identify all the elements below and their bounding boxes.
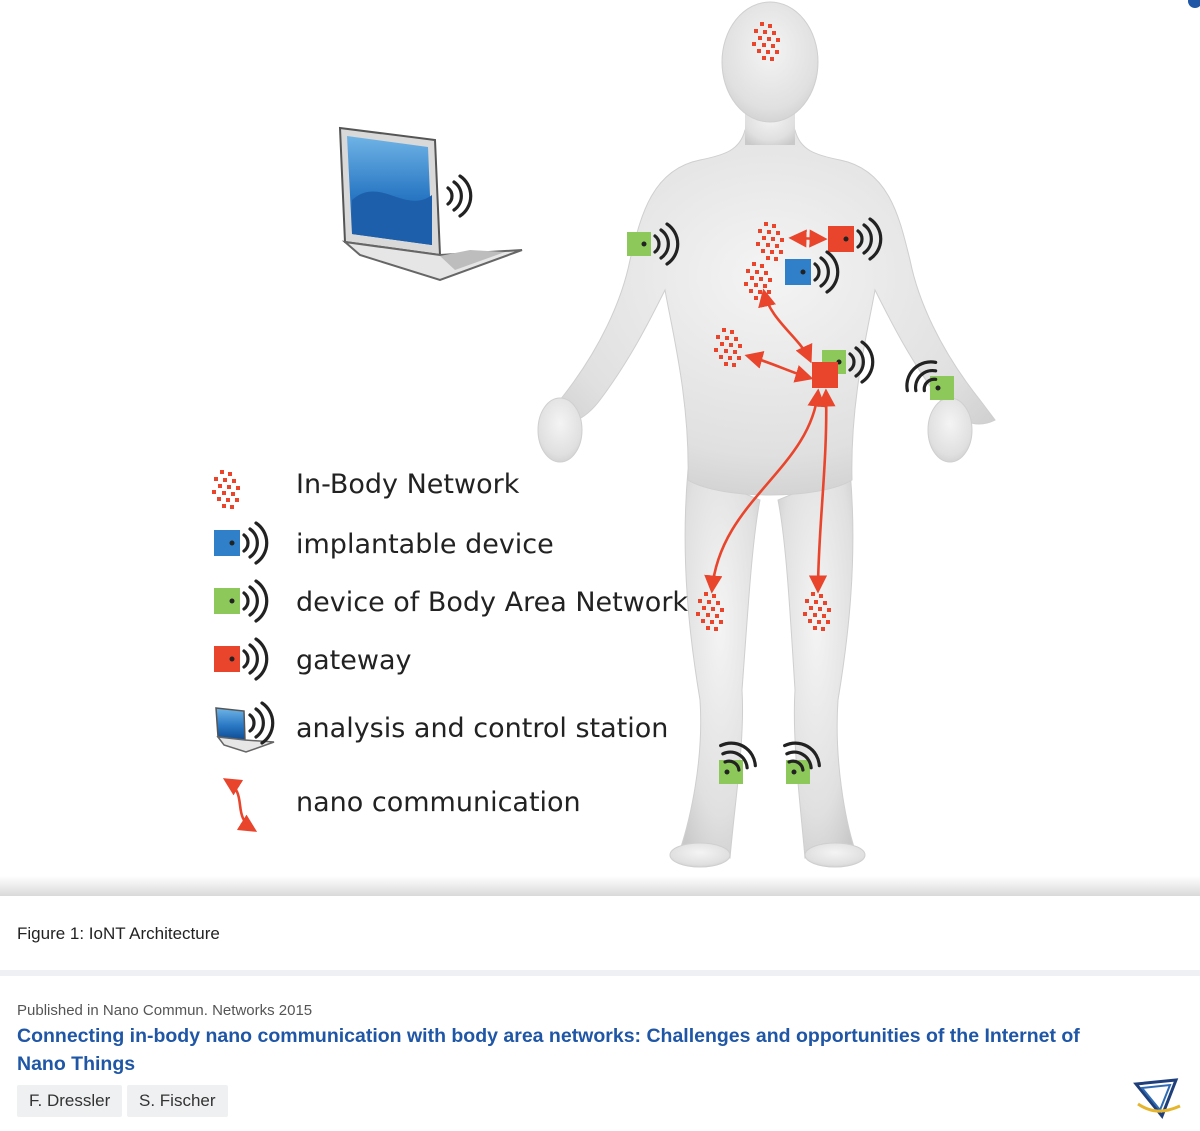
ban-device-arm-left	[627, 222, 680, 266]
implantable-device-chest	[785, 250, 840, 294]
ban-device-icon	[214, 579, 269, 623]
author-chip[interactable]: F. Dressler	[17, 1085, 123, 1117]
corner-badge-icon	[1188, 0, 1200, 8]
ban-device-ankle-left	[713, 734, 763, 784]
legend: In-Body Network implantable device devic…	[212, 469, 688, 832]
ban-device-ankle-right	[777, 734, 827, 784]
gateway-icon	[214, 637, 269, 681]
legend-label-nano-comm: nano communication	[296, 787, 581, 818]
nano-communication-arrows	[704, 229, 836, 594]
gateway-abdomen	[812, 362, 838, 388]
gateway-chest	[828, 217, 883, 261]
legend-label-implantable: implantable device	[296, 529, 554, 560]
laptop-icon	[215, 701, 275, 753]
legend-label-ban-device: device of Body Area Network	[296, 587, 688, 618]
implantable-device-icon	[214, 521, 269, 565]
caption-band	[0, 896, 1200, 970]
figure-image[interactable]: In-Body Network implantable device devic…	[0, 0, 1200, 880]
ban-device-wrist	[898, 353, 954, 401]
author-chip[interactable]: S. Fischer	[127, 1085, 228, 1117]
publication-venue: Published in Nano Commun. Networks 2015	[17, 1002, 313, 1019]
legend-label-gateway: gateway	[296, 645, 412, 676]
section-divider	[0, 970, 1200, 976]
figure-shadow	[0, 876, 1200, 896]
laptop-icon	[338, 126, 523, 282]
publisher-logo-icon[interactable]	[1132, 1076, 1184, 1120]
in-body-network-icon	[212, 470, 240, 509]
legend-label-station: analysis and control station	[296, 713, 668, 744]
figure-caption: Figure 1: IoNT Architecture	[17, 924, 220, 943]
paper-title-link[interactable]: Connecting in-body nano communication wi…	[17, 1025, 1080, 1075]
legend-label-in-body: In-Body Network	[296, 469, 520, 500]
double-arrow-icon	[222, 778, 258, 832]
